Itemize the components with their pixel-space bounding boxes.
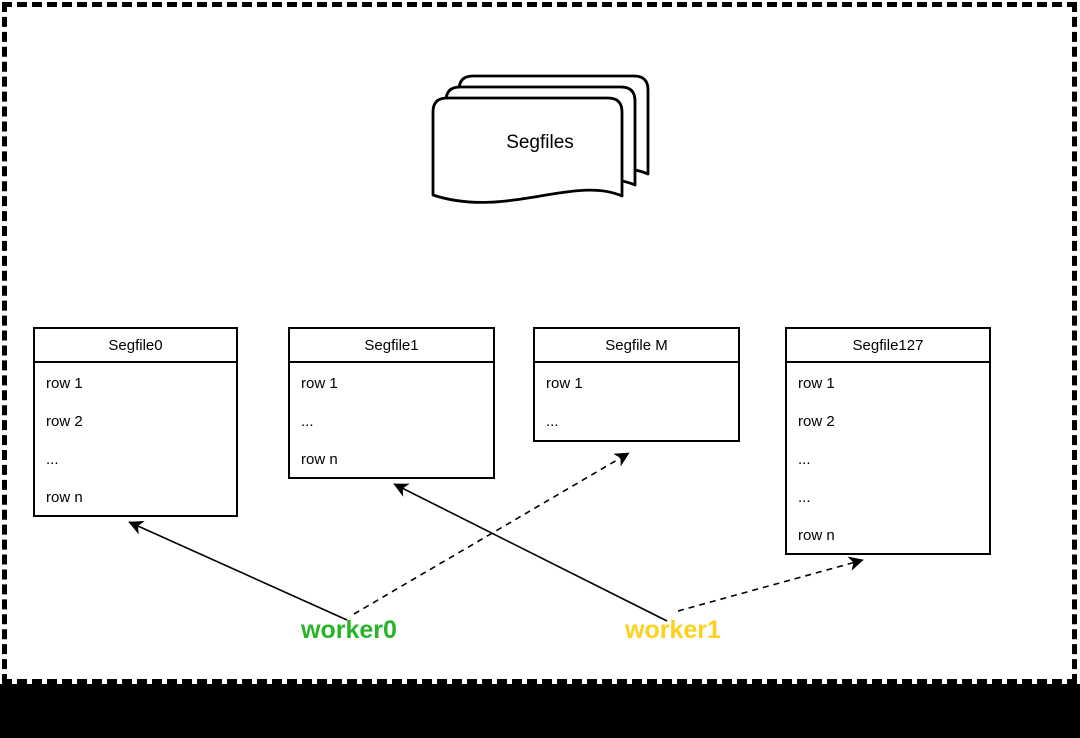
segfile-row: row 2 (798, 413, 835, 430)
worker1-label: worker1 (625, 616, 721, 644)
segfile-row: row 1 (546, 375, 583, 392)
segfile-row: ... (546, 413, 559, 430)
diagram-shapes-layer (128, 74, 864, 622)
segfiles-stack (431, 74, 650, 204)
segfile127-body: row 1 row 2 ... ... row n (787, 363, 989, 565)
arrow-worker0-segfile0 (128, 521, 348, 621)
segfile-row: row n (798, 527, 835, 544)
segfileM-body: row 1 ... (535, 363, 738, 451)
segfiles-stack-page-front (431, 96, 624, 204)
segfile1-box: Segfile1 row 1 ... row n (288, 327, 495, 479)
segfiles-stack-label: Segfiles (506, 132, 574, 153)
segfile127-title: Segfile127 (787, 329, 989, 363)
arrow-worker1-segfile1 (393, 483, 668, 622)
diagram-canvas: Segfiles Segfile0 row 1 row 2 ... row n … (0, 0, 1080, 684)
segfileM-box: Segfile M row 1 ... (533, 327, 740, 442)
segfile0-box: Segfile0 row 1 row 2 ... row n (33, 327, 238, 517)
segfile-row: ... (46, 451, 59, 468)
segfile-row: row n (301, 451, 338, 468)
segfile-row: row 1 (46, 375, 83, 392)
segfile1-body: row 1 ... row n (290, 363, 493, 489)
segfile1-title: Segfile1 (290, 329, 493, 363)
segfile-row: ... (798, 489, 811, 506)
segfile-row: row n (46, 489, 83, 506)
segfile-row: row 1 (798, 375, 835, 392)
segfile127-box: Segfile127 row 1 row 2 ... ... row n (785, 327, 991, 555)
arrow-worker1-segfile127 (677, 556, 864, 612)
segfile-row: ... (798, 451, 811, 468)
worker0-label: worker0 (301, 616, 397, 644)
segfile-row: row 1 (301, 375, 338, 392)
segfile0-body: row 1 row 2 ... row n (35, 363, 236, 527)
bottom-band (0, 684, 1080, 738)
segfile0-title: Segfile0 (35, 329, 236, 363)
segfile-row: ... (301, 413, 314, 430)
segfileM-title: Segfile M (535, 329, 738, 363)
segfile-row: row 2 (46, 413, 83, 430)
